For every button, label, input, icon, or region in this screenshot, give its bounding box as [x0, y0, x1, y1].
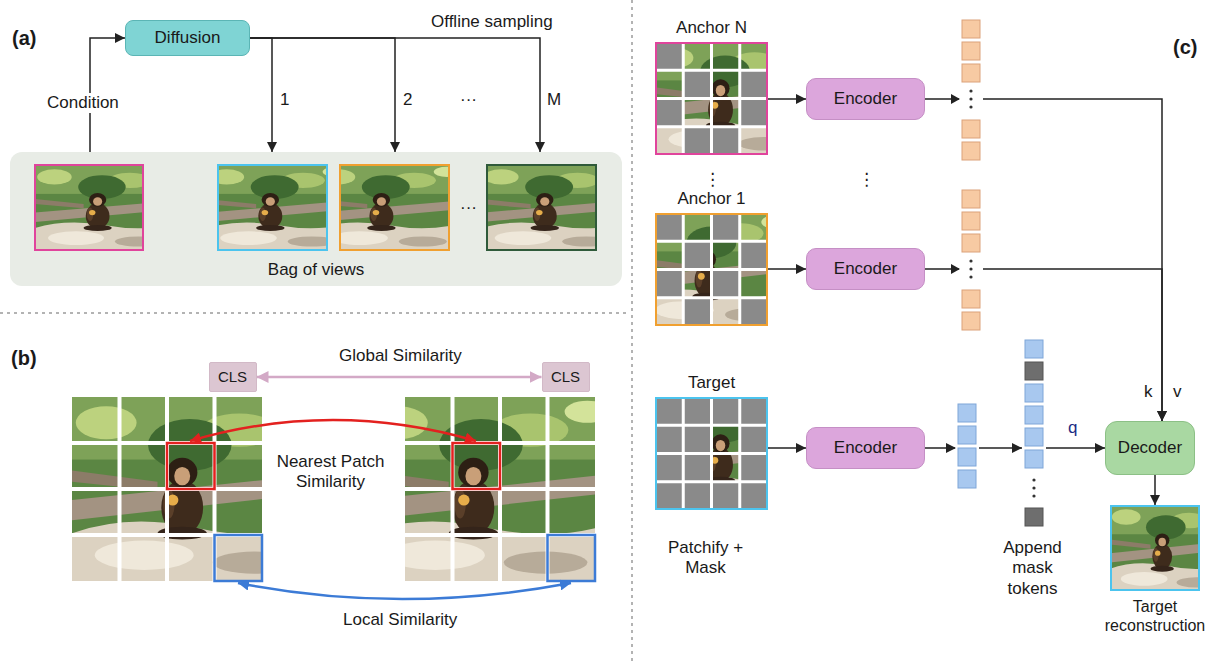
sampling-label: Offline sampling [431, 12, 553, 32]
panel-letter: (a) [12, 26, 36, 50]
similarity-label: Nearest Patch Similarity [263, 452, 398, 493]
bag-of-views-panel: Bag of views [10, 152, 622, 286]
edge-label: Global Similarity [336, 346, 465, 366]
condition-image [35, 165, 175, 250]
edge-label: 2 [400, 90, 415, 110]
edge-label: 1 [277, 90, 292, 110]
panel-label: Bag of views [268, 260, 364, 280]
mask-token-column [1022, 337, 1046, 529]
encoder-box: Encoder [806, 78, 925, 120]
sampling-arrow [250, 38, 272, 152]
panel-letter: (b) [11, 346, 37, 370]
reconstructed-image [1110, 505, 1225, 591]
ellipsis-mark: ··· [460, 198, 477, 218]
encode-arrow [768, 268, 806, 270]
box-label: Decoder [1118, 438, 1182, 458]
image-caption: Target reconstruction [1093, 597, 1217, 635]
box-label: Encoder [834, 259, 897, 279]
view-image [318, 165, 460, 250]
image-heading: Target [688, 373, 735, 393]
sampling-arrow [250, 38, 395, 152]
nearest-patch-arrow [190, 420, 476, 441]
cls-token-box: CLS [209, 362, 257, 392]
masked-anchor-image [641, 213, 788, 326]
decoder-box: Decoder [1105, 421, 1195, 475]
anchor-token-column [959, 16, 983, 166]
encode-arrow [768, 98, 806, 100]
local-patch-arrow [238, 583, 571, 599]
encoder-box: Encoder [806, 427, 925, 469]
global-similarity-arrow [257, 376, 542, 379]
encoder-box: Encoder [806, 248, 925, 290]
edge-label: M [544, 90, 564, 110]
panel-separator [0, 0, 632, 661]
image-heading: Anchor 1 [677, 189, 745, 209]
value-label: v [1173, 382, 1182, 402]
similarity-label: Local Similarity [343, 610, 457, 630]
target-image-frame: Target [655, 397, 768, 510]
masked-target-image [655, 397, 802, 510]
encode-arrow [768, 447, 806, 449]
box-label: Encoder [834, 89, 897, 109]
anchor-image-frame: Anchor N [655, 42, 768, 155]
diffusion-box: Diffusion [125, 20, 250, 56]
token-arrowhead [946, 94, 1022, 453]
box-label: CLS [551, 368, 580, 386]
box-label: Encoder [834, 438, 897, 458]
patch-grid-image [72, 397, 319, 581]
ellipsis-mark: ··· [460, 90, 477, 110]
sampling-arrow [250, 38, 540, 152]
anchor-token-column [959, 186, 983, 336]
step-label: Append mask tokens [985, 538, 1080, 599]
step-label: Patchify + Mask [663, 538, 748, 579]
reconstruction-arrow [1154, 475, 1156, 505]
reconstruction-image-frame: Target reconstruction [1110, 505, 1200, 591]
ellipsis-mark: ⋮ [704, 170, 721, 190]
edge-label: Condition [44, 93, 122, 113]
box-label: CLS [218, 368, 247, 386]
cls-token-box: CLS [542, 362, 590, 392]
panel-letter: (c) [1173, 35, 1197, 59]
edge-label: q [1065, 418, 1080, 438]
anchor-image-frame: Anchor 1 [655, 213, 768, 326]
key-label: k [1144, 382, 1153, 402]
target-token-column [955, 401, 979, 493]
view-image [207, 165, 349, 250]
image-heading: Anchor N [676, 18, 747, 38]
ellipsis-mark: ⋮ [858, 170, 875, 190]
view-image [482, 165, 624, 250]
box-label: Diffusion [155, 28, 221, 48]
